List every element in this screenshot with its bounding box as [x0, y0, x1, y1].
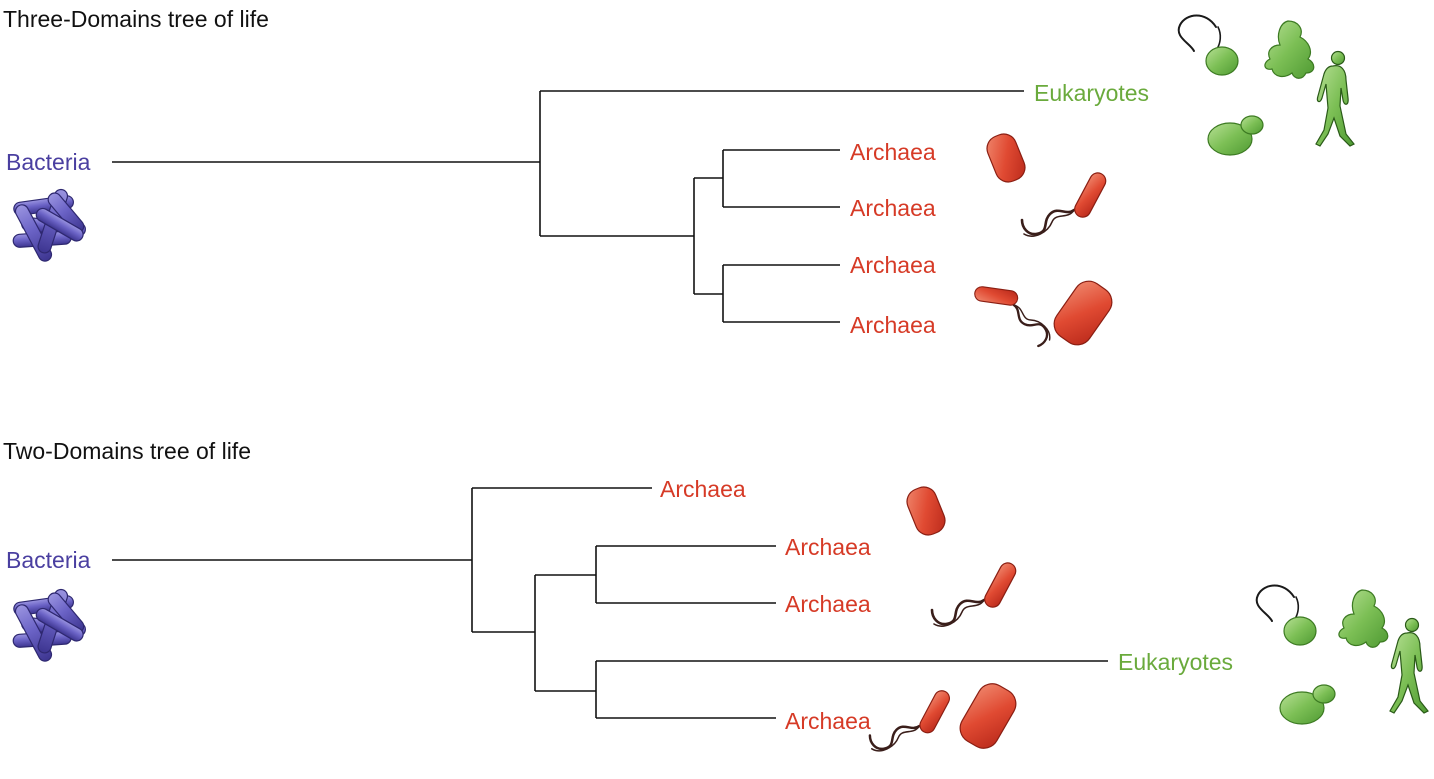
two-domains-panel: Two-Domains tree of life Bacteria Archae… — [3, 438, 1429, 755]
capsule-archaeon-icon — [902, 482, 950, 540]
eukaryotes-label: Eukaryotes — [1034, 80, 1149, 106]
bacteria-label: Bacteria — [6, 149, 91, 175]
amoeba-icon — [1264, 20, 1315, 79]
three-domains-title: Three-Domains tree of life — [3, 6, 269, 32]
two-domains-title: Two-Domains tree of life — [3, 438, 251, 464]
budding-yeast-icon — [1207, 115, 1264, 156]
eukaryotes-label: Eukaryotes — [1118, 649, 1233, 675]
capsule-archaeon-icon — [954, 677, 1022, 755]
flagellated-archaeon-icon — [968, 266, 1054, 363]
three-domains-branches — [112, 90, 1024, 323]
bacteria-label: Bacteria — [6, 547, 91, 573]
flagellated-archaeon-icon — [868, 686, 954, 752]
archaea-label-1: Archaea — [850, 139, 936, 165]
archaea-label-4: Archaea — [785, 708, 871, 734]
archaea-label-1: Archaea — [660, 476, 746, 502]
two-domains-branches — [112, 487, 1108, 719]
budding-yeast-icon — [1279, 684, 1336, 725]
walking-human-icon — [1315, 50, 1355, 147]
archaea-label-3: Archaea — [850, 252, 936, 278]
flagellated-archaeon-icon — [930, 558, 1020, 628]
archaea-label-3: Archaea — [785, 591, 871, 617]
flagellated-archaeon-icon — [1020, 168, 1110, 238]
capsule-archaeon-icon — [982, 129, 1030, 187]
walking-human-icon — [1389, 617, 1429, 714]
flagellate-protist-icon — [1177, 14, 1239, 76]
capsule-archaeon-icon — [1047, 274, 1119, 352]
archaea-label-2: Archaea — [850, 195, 936, 221]
archaea-label-4: Archaea — [850, 312, 936, 338]
archaea-label-2: Archaea — [785, 534, 871, 560]
three-domains-panel: Three-Domains tree of life Bacteria Euka… — [3, 6, 1355, 363]
rod-bacteria-cluster-icon — [12, 587, 87, 664]
rod-bacteria-cluster-icon — [12, 187, 87, 264]
flagellate-protist-icon — [1255, 584, 1317, 646]
amoeba-icon — [1338, 589, 1389, 648]
